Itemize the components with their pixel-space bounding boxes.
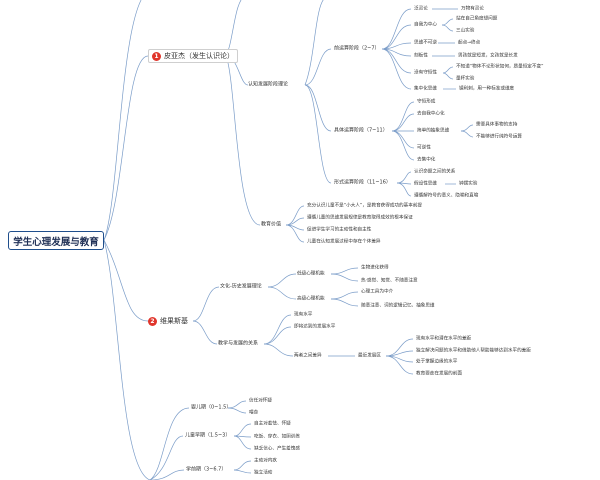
node-symbols[interactable]: 遵循解符号的意义、隐喻和直喻	[414, 193, 479, 199]
priority-1-icon: 1	[152, 51, 161, 61]
node-rigidity-sub[interactable]: 男孩就是短发，女孩就是长发	[458, 53, 518, 59]
node-zpd-3[interactable]: 处于掌握边缘的水平	[416, 359, 458, 365]
node-zpd-2[interactable]: 独立解决问题的水平和借助他人帮助能够达到水平的差距	[416, 348, 531, 354]
node-animism[interactable]: 泛灵论	[414, 6, 428, 12]
node-zpd[interactable]: 最近发展区	[358, 353, 381, 359]
priority-2-icon: 2	[148, 316, 157, 326]
node-infant-2[interactable]: 喂食	[249, 410, 259, 416]
node-early-childhood[interactable]: 儿童早期（1.5~3）	[185, 432, 231, 439]
node-edu-value-4[interactable]: 儿童在认知发展过程中存在个体差异	[307, 239, 381, 245]
node-edu-value-3[interactable]: 促进学生学习的主动性和自主性	[307, 227, 372, 233]
node-decentering[interactable]: 去自我中心化	[417, 111, 445, 117]
node-stage-theory[interactable]: 认知发展阶段理论	[248, 81, 289, 88]
node-decentration[interactable]: 去集中化	[417, 157, 436, 163]
node-reversibility[interactable]: 可逆性	[417, 145, 431, 151]
node-zpd-1[interactable]: 现有水平和潜在水平的差距	[416, 336, 472, 342]
node-high-function-1[interactable]: 心理工具为中介	[361, 289, 394, 295]
node-edu-value[interactable]: 教育价值	[261, 221, 282, 228]
node-centration-sub[interactable]: 镜利刺，用一种标准或维度	[459, 86, 515, 92]
node-conservation-formed[interactable]: 守恒形成	[417, 99, 436, 105]
node-simple-abstract-sub-2[interactable]: 不能够进行纯符号运算	[476, 134, 522, 140]
node-edu-value-2[interactable]: 遵循儿童的思维发展规律是教育取得成效的根本保证	[307, 215, 413, 221]
node-simple-abstract-sub-1[interactable]: 需要具体事物的支持	[476, 122, 518, 128]
node-preop[interactable]: 前运算阶段（2~7）	[334, 45, 380, 52]
node-concrete[interactable]: 具体运算阶段（7~11）	[334, 127, 388, 134]
node-preschool-2[interactable]: 独立活动	[254, 470, 273, 476]
node-formal[interactable]: 形式运算阶段（11~16）	[334, 179, 391, 186]
root-topic[interactable]: 学生心理发展与教育	[8, 231, 104, 250]
node-early-2[interactable]: 吃饭、穿衣、如厕训练	[254, 434, 300, 440]
node-high-function[interactable]: 高级心理机能	[297, 296, 325, 302]
node-hypothetical[interactable]: 假设性思维	[414, 181, 437, 187]
node-simple-abstract[interactable]: 简单的抽象思维	[417, 128, 450, 134]
node-low-function-2[interactable]: 热·感觉、知觉、不随意注意	[361, 278, 418, 284]
node-current-level[interactable]: 现有水平	[294, 312, 313, 318]
node-zpd-4[interactable]: 教育要走在发展的前面	[416, 371, 462, 377]
node-no-conservation[interactable]: 没有守恒性	[414, 70, 437, 76]
node-teach-dev[interactable]: 教学与发展的关系	[218, 340, 259, 347]
node-centration[interactable]: 集中化思维	[414, 86, 437, 92]
node-egocentrism-sub-2[interactable]: 三山实验	[456, 28, 475, 34]
node-early-1[interactable]: 自主对羞怯、怀疑	[254, 421, 291, 427]
branch-piaget[interactable]: 1 皮亚杰（发生认识论）	[148, 49, 238, 63]
node-egocentrism[interactable]: 自我为中心	[414, 22, 437, 28]
node-low-function[interactable]: 低级心理机能	[297, 271, 325, 277]
node-pendulum[interactable]: 钟摆实验	[459, 181, 478, 187]
node-proposition[interactable]: 认识命题之间的关系	[414, 169, 456, 175]
node-animism-sub[interactable]: 万物有灵论	[461, 6, 484, 12]
node-irreversible[interactable]: 思维不可逆	[414, 40, 437, 46]
branch-vygotsky-label: 维果斯基	[160, 317, 188, 325]
branch-vygotsky[interactable]: 2 维果斯基	[148, 316, 188, 326]
node-no-conservation-sub-1[interactable]: 不知道“物体不论形状如何，质量恒定不变”	[456, 64, 544, 70]
node-early-3[interactable]: 缺乏信心、产生羞愧感	[254, 446, 300, 452]
node-culture-theory[interactable]: 文化-历史发展理论	[220, 283, 262, 290]
node-edu-value-1[interactable]: 充分认识儿童不是“小大人”，是教育获得成功的基本前提	[307, 203, 423, 209]
node-low-function-1[interactable]: 生物进化获得	[361, 265, 389, 271]
node-high-function-2[interactable]: 随意注意、词的逻辑记忆、抽象思维	[361, 303, 435, 309]
branch-piaget-box: 1 皮亚杰（发生认识论）	[148, 49, 238, 63]
node-no-conservation-sub-2[interactable]: 量杯实验	[456, 76, 475, 82]
node-preschool[interactable]: 学前期（3~6.7）	[186, 466, 227, 473]
branch-piaget-label: 皮亚杰（发生认识论）	[164, 52, 234, 60]
node-infant-1[interactable]: 信任对怀疑	[249, 398, 272, 404]
node-infant[interactable]: 婴儿期（0~1.5）	[191, 404, 232, 411]
node-gap[interactable]: 两者之间差异	[294, 353, 322, 359]
node-egocentrism-sub-1[interactable]: 站在自己角度想问题	[456, 16, 498, 22]
node-potential-level[interactable]: 即将达到的发展水平	[294, 324, 336, 330]
node-preschool-1[interactable]: 主动对内疚	[254, 458, 277, 464]
node-rigidity[interactable]: 刻板性	[414, 53, 428, 59]
node-irreversible-sub[interactable]: 起点→终点	[458, 40, 481, 46]
